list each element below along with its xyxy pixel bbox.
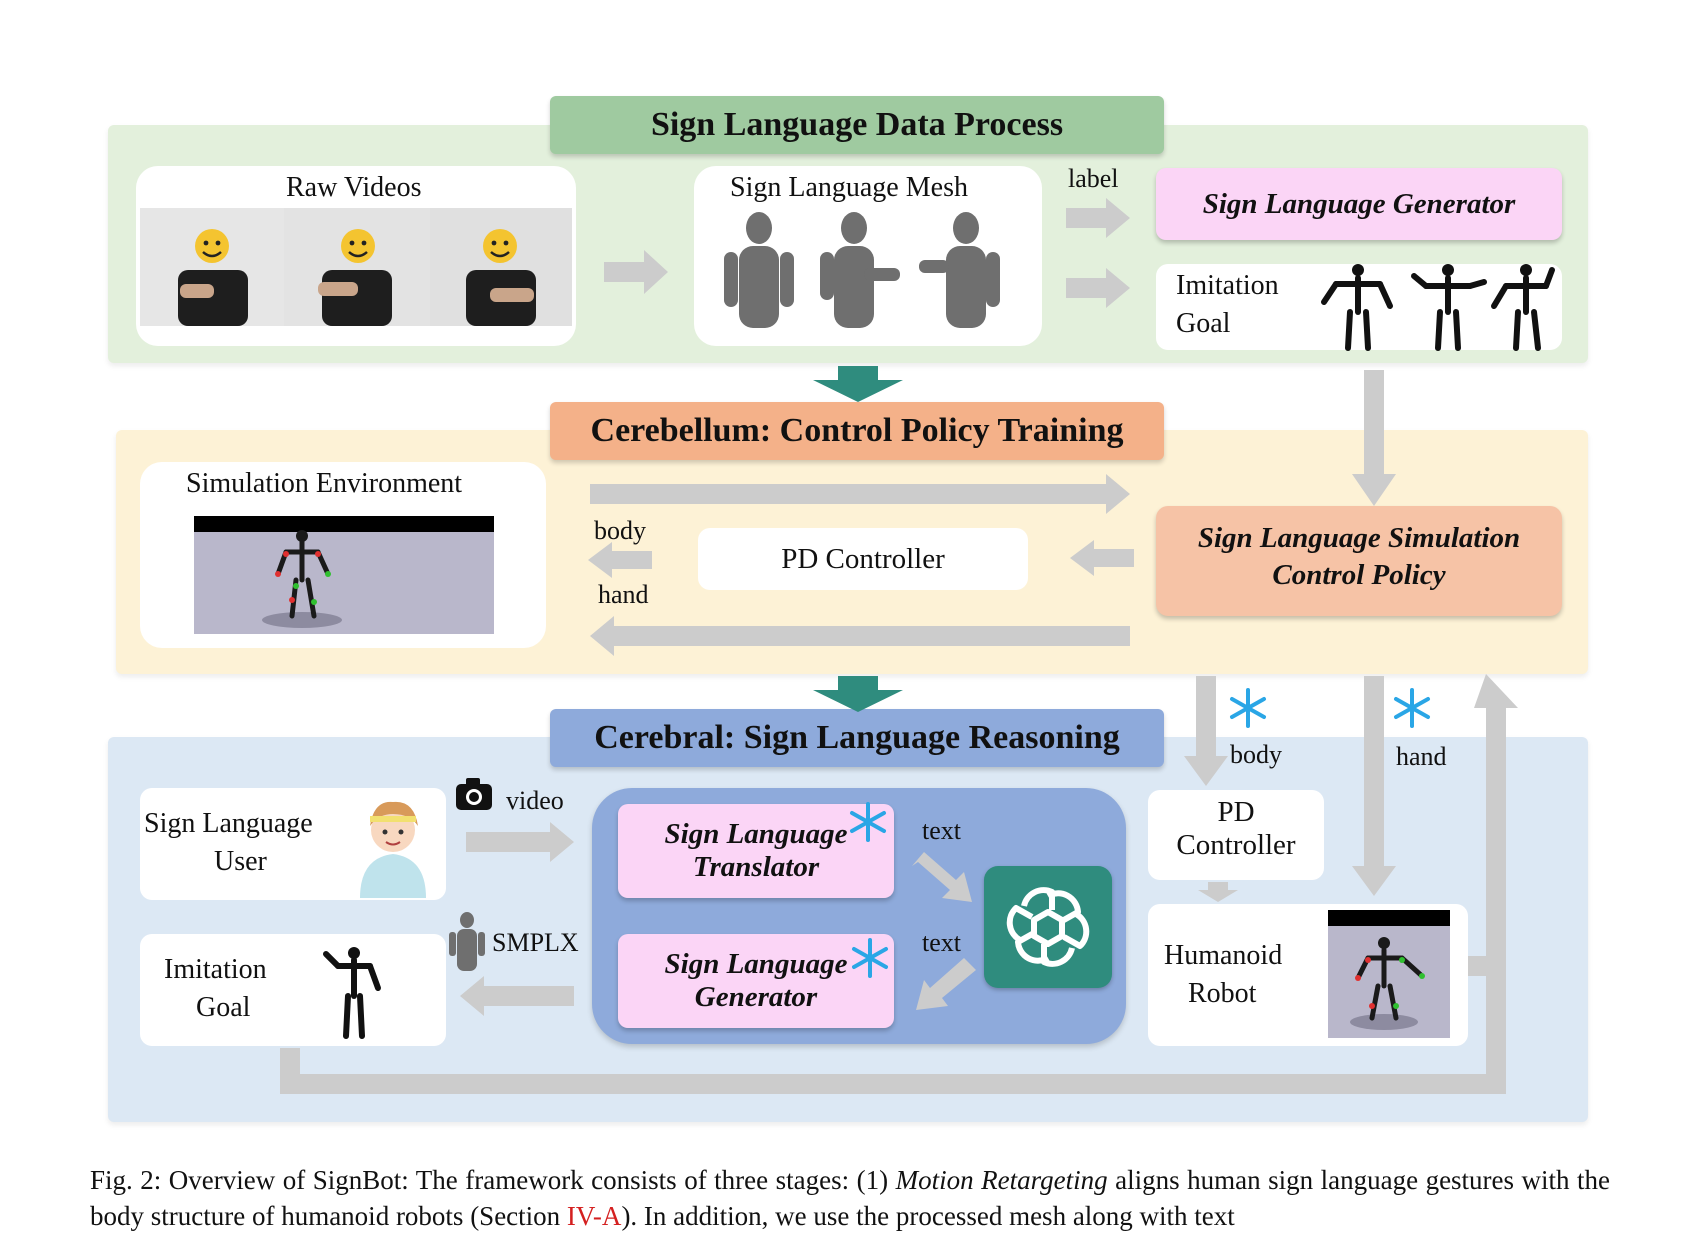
teal-arrow-1 <box>813 366 903 402</box>
generator-bottom-label-2: Generator <box>694 981 818 1013</box>
pd-bottom-label-1: PD <box>1217 796 1255 828</box>
arrow-videos-to-mesh <box>604 250 668 294</box>
cerebellum-body-label: body <box>594 516 646 545</box>
generator-box-top: Sign Language Generator <box>1156 168 1562 240</box>
cerebellum-hand-label: hand <box>598 580 649 609</box>
smplx-label: SMPLX <box>492 928 579 957</box>
generator-bottom-label-1: Sign Language <box>664 948 848 980</box>
video-frame-1 <box>140 208 284 326</box>
arrow-to-pd-top <box>590 474 1130 514</box>
arrow-pd-to-sim <box>588 542 652 578</box>
raw-videos-label: Raw Videos <box>286 172 422 203</box>
translator-label-1: Sign Language <box>664 818 848 850</box>
smplx-mesh-icon <box>449 912 485 971</box>
sim-env-label: Simulation Environment <box>186 468 463 499</box>
user-label-1: Sign Language <box>144 808 313 839</box>
snowflake-icon <box>1394 688 1430 728</box>
arrow-mesh-to-generator <box>1066 198 1130 238</box>
label-text: label <box>1068 164 1119 193</box>
robot-label-1: Humanoid <box>1164 940 1283 971</box>
pd-box-bottom: PD Controller <box>1148 790 1324 880</box>
generator-label-top: Sign Language Generator <box>1202 187 1516 220</box>
video-label: video <box>506 786 564 815</box>
generator-box-bottom: Sign Language Generator <box>618 934 894 1028</box>
arrow-pd-to-robot <box>1198 882 1238 902</box>
robot-render <box>1328 910 1450 1038</box>
cerebellum-title: Cerebellum: Control Policy Training <box>550 402 1164 460</box>
snowflake-icon <box>1230 688 1266 728</box>
imitation-goal-top-2: Goal <box>1176 308 1231 339</box>
pd-controller-box: PD Controller <box>698 528 1028 590</box>
arrow-user-to-translator <box>466 822 574 862</box>
translator-label-2: Translator <box>692 851 820 883</box>
data-process-title: Sign Language Data Process <box>550 96 1164 154</box>
camera-icon <box>456 778 492 810</box>
goal-robot-pose <box>323 947 381 1039</box>
cerebral-body-label: body <box>1230 740 1282 769</box>
arrow-goal-to-policy <box>1352 370 1396 506</box>
policy-label-1: Sign Language Simulation <box>1197 522 1521 554</box>
video-frame-3 <box>430 208 572 326</box>
text-label-1: text <box>922 816 961 845</box>
imitation-goal-top-1: Imitation <box>1176 270 1279 301</box>
sim-env-render <box>194 516 494 634</box>
arrow-policy-hand-down <box>1352 676 1396 896</box>
section-ref-link[interactable]: IV-A <box>566 1201 622 1231</box>
arrow-generator-to-goal <box>460 976 574 1016</box>
mesh-figures <box>724 212 1000 328</box>
policy-label-2: Control Policy <box>1272 559 1446 591</box>
policy-box: Sign Language Simulation Control Policy <box>1156 506 1562 616</box>
arrow-llm-to-generator <box>916 958 976 1010</box>
translator-box: Sign Language Translator <box>618 804 894 898</box>
robot-label-2: Robot <box>1188 978 1257 1009</box>
user-label-2: User <box>214 846 267 877</box>
teal-arrow-2 <box>813 676 903 712</box>
video-frame-2 <box>284 208 430 326</box>
arrow-translator-to-llm <box>912 852 972 902</box>
mesh-label: Sign Language Mesh <box>730 172 968 203</box>
goal-label-1: Imitation <box>164 954 267 985</box>
goal-label-2: Goal <box>196 992 251 1023</box>
arrow-policy-to-pd <box>1070 540 1134 576</box>
arrow-mesh-to-goal <box>1066 268 1130 308</box>
goal-box <box>140 934 446 1046</box>
figure-caption: Fig. 2: Overview of SignBot: The framewo… <box>90 1165 1611 1231</box>
cerebral-hand-label: hand <box>1396 742 1447 771</box>
arrow-policy-to-sim-bottom <box>590 616 1130 656</box>
snowflake-icon <box>850 802 886 842</box>
arrow-policy-body-down <box>1184 676 1228 786</box>
robot-poses-top <box>1321 264 1555 351</box>
text-label-2: text <box>922 928 961 957</box>
pd-bottom-label-2: Controller <box>1176 829 1296 861</box>
cerebral-title: Cerebral: Sign Language Reasoning <box>550 709 1164 767</box>
pd-controller-label: PD Controller <box>781 542 945 575</box>
llm-logo <box>984 866 1112 988</box>
snowflake-icon <box>852 938 888 978</box>
user-avatar <box>360 801 426 898</box>
